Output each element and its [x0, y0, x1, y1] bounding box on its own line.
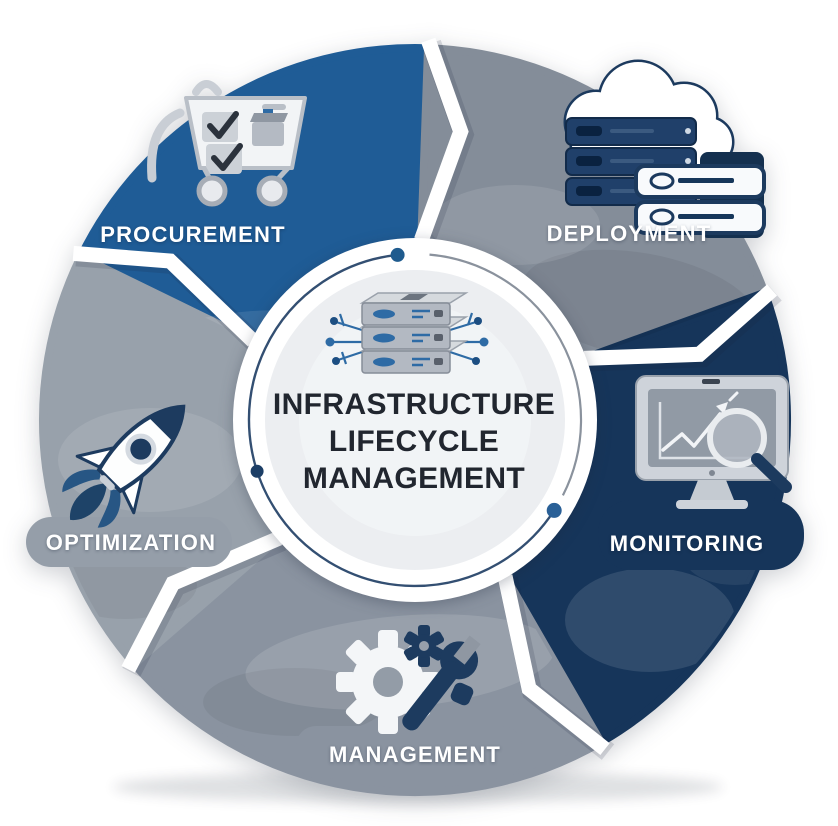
title-line-2: LIFECYCLE: [328, 425, 500, 458]
segment-label-monitoring: MONITORING: [582, 531, 792, 557]
ring-dot-top: [390, 247, 405, 262]
cloud-server-stack-icon: [563, 59, 766, 238]
title-line-1: INFRASTRUCTURE: [272, 388, 556, 421]
ring-accent-arc-navy: [247, 254, 556, 588]
rocket-icon: [62, 404, 186, 528]
flow-arrow-optimization-procurement: [72, 245, 259, 347]
segment-management: [130, 416, 605, 797]
procurement-label-text: PROCUREMENT: [100, 222, 286, 247]
flow-arrow-management-optimization: [121, 531, 283, 673]
monitor-chart-magnifier-icon: [635, 375, 792, 509]
segment-label-optimization: OPTIMIZATION: [26, 530, 236, 556]
ring-dot-bottom-right: [546, 502, 562, 518]
monitoring-label-bump: [598, 500, 804, 570]
segment-label-deployment: DEPLOYMENT: [524, 221, 734, 247]
deployment-label-text: DEPLOYMENT: [546, 221, 712, 246]
flow-arrow-monitoring-management: [497, 574, 610, 755]
ring-accent-arc-gray: [429, 253, 583, 496]
segment-label-management: MANAGEMENT: [310, 742, 520, 768]
gear-wrench-icon: [336, 625, 481, 734]
ring-dot-left: [250, 464, 264, 478]
title-line-3: MANAGEMENT: [302, 462, 526, 495]
flow-arrow-deployment-monitoring: [583, 284, 778, 366]
flow-arrow-procurement-deployment: [414, 37, 469, 243]
management-label-text: MANAGEMENT: [328, 742, 502, 767]
monitoring-label-text: MONITORING: [609, 531, 765, 556]
segment-label-procurement: PROCUREMENT: [88, 222, 298, 248]
shopping-cart-checklist-icon: [147, 80, 307, 207]
optimization-label-pill: [26, 517, 232, 567]
diagram-title: INFRASTRUCTURE LIFECYCLE MANAGEMENT: [253, 386, 575, 497]
server-stack-network-icon: [325, 292, 489, 374]
management-label-tab: [296, 726, 522, 778]
flow-arrow-dividers: [72, 37, 778, 755]
optimization-label-text: OPTIMIZATION: [45, 530, 217, 555]
